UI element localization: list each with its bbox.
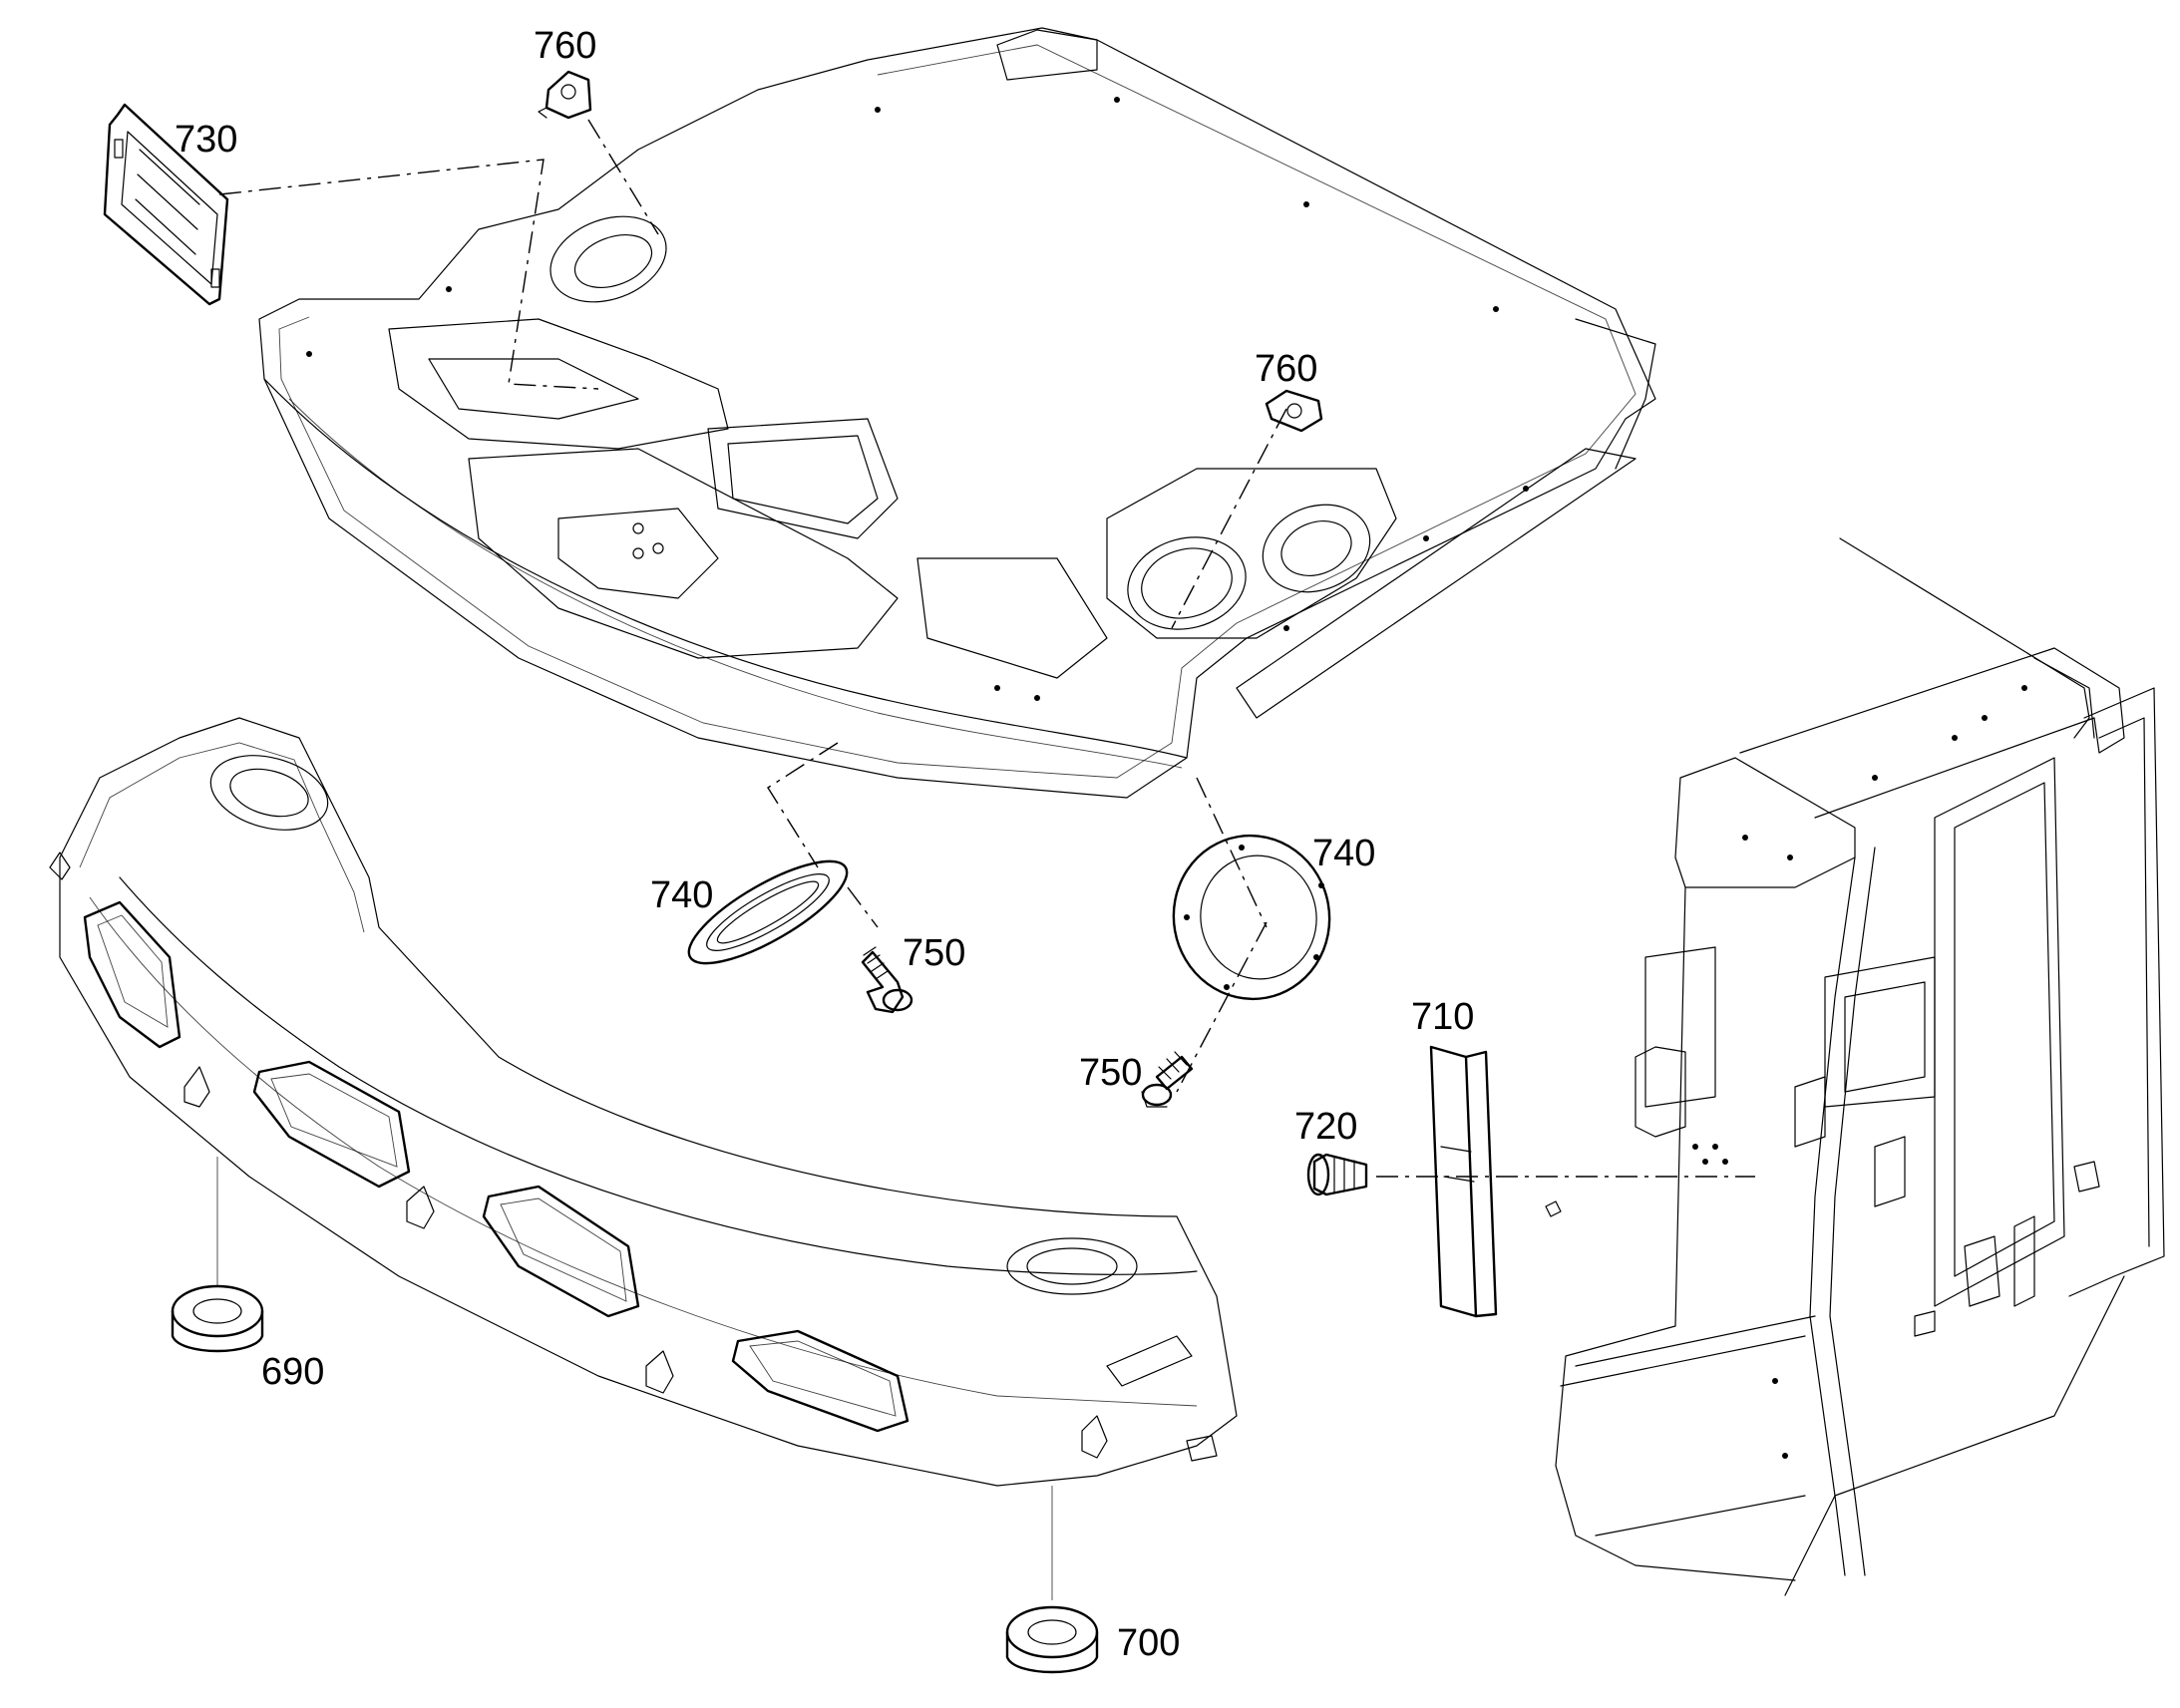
clip-nut-760-lower [1265, 389, 1323, 433]
cab-trim-arc [49, 717, 1238, 1487]
callout-760-lower: 760 [1255, 348, 1317, 390]
cab-frame [1545, 537, 2165, 1596]
callout-750-upper: 750 [903, 932, 965, 974]
screw-750-upper [861, 946, 913, 1014]
callout-740-left: 740 [650, 874, 713, 916]
grommet-690 [171, 1284, 264, 1353]
callout-690: 690 [261, 1351, 324, 1393]
bolt-720 [1306, 1153, 1368, 1196]
callout-710: 710 [1411, 996, 1474, 1038]
speaker-ring-740-right [1172, 834, 1331, 1001]
mounting-bosses [49, 852, 1218, 1462]
clip-nut-760-upper [538, 70, 592, 120]
callout-760-upper: 760 [534, 25, 596, 67]
pad-710 [1429, 1045, 1498, 1318]
callout-740-right: 740 [1312, 833, 1375, 874]
callout-720: 720 [1294, 1106, 1357, 1148]
cover-plate-730 [103, 103, 229, 306]
mounting-holes [306, 97, 1529, 701]
leader-lines [216, 119, 1755, 1600]
callout-750-lower: 750 [1079, 1052, 1142, 1094]
frame-rivets [1692, 685, 2027, 1459]
speaker-ring-740-left [687, 859, 849, 965]
screw-750-lower [1141, 1051, 1194, 1108]
callout-730: 730 [175, 119, 237, 161]
grommet-700 [1005, 1605, 1099, 1674]
roof-headliner-panel [258, 27, 1656, 799]
callout-700: 700 [1117, 1622, 1180, 1664]
